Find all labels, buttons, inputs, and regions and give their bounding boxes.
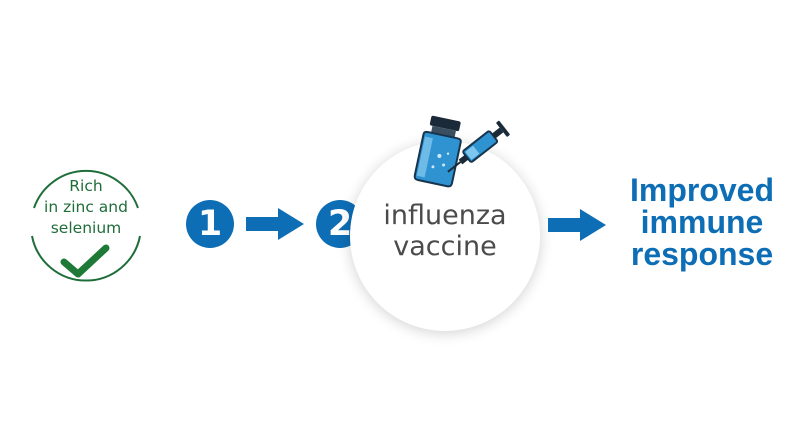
- right-arrow-icon: [548, 209, 606, 241]
- badge-line-2: in zinc and: [44, 198, 128, 216]
- step-1-badge: 1: [186, 200, 234, 248]
- badge-line-1: Rich: [69, 177, 103, 195]
- check-icon: [60, 244, 110, 278]
- vaccine-vial-icon: [413, 115, 462, 188]
- outcome-text: Improved immune response: [604, 174, 800, 270]
- syringe-icon: [447, 120, 510, 173]
- vaccine-label-line-1: influenza: [383, 200, 507, 231]
- vaccine-label: influenza vaccine: [350, 200, 540, 262]
- right-arrow-icon: [246, 208, 304, 240]
- outcome-line-2: immune: [640, 204, 764, 240]
- outcome-line-3: response: [630, 236, 774, 272]
- badge-line-3: selenium: [50, 219, 122, 237]
- badge-text: Rich in zinc and selenium: [26, 176, 146, 239]
- outcome-line-1: Improved: [629, 172, 775, 208]
- vaccine-label-line-2: vaccine: [393, 231, 497, 262]
- vaccine-illustration: [413, 115, 510, 188]
- nutrient-badge: Rich in zinc and selenium: [26, 166, 146, 286]
- badge-ring: [31, 169, 141, 282]
